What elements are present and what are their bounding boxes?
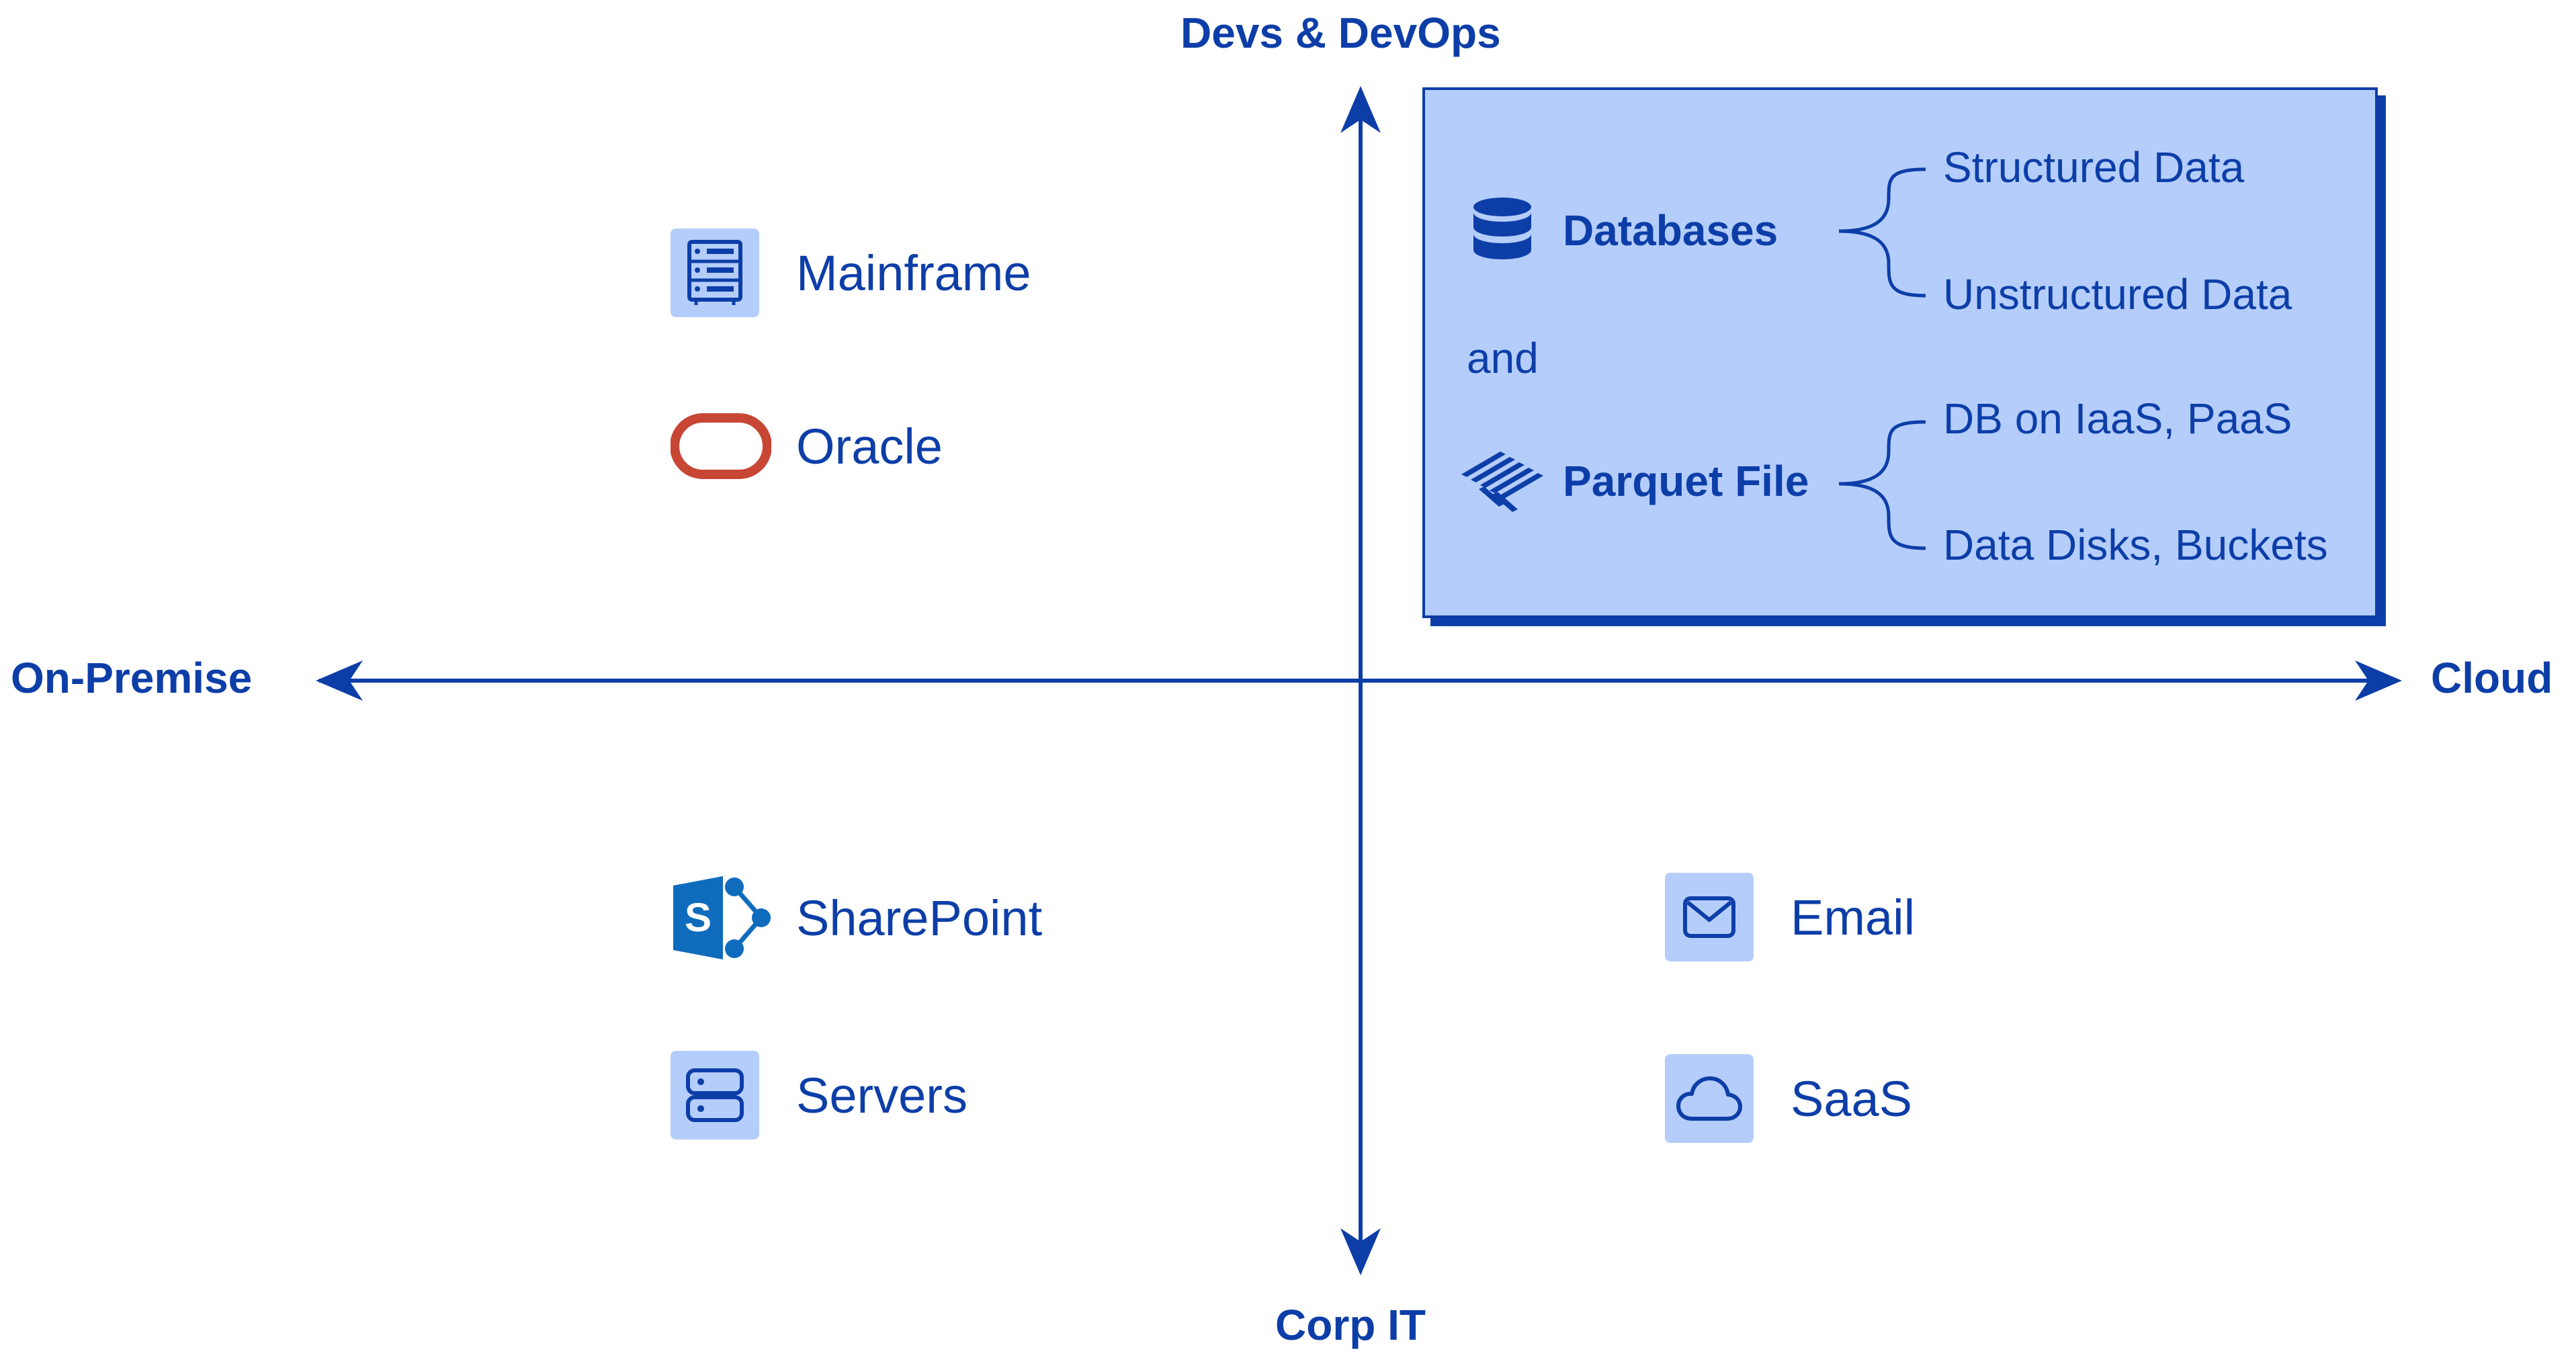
- db-item-structured: Structured Data: [1943, 143, 2245, 191]
- envelope-icon: [1665, 873, 1754, 961]
- item-mainframe: Mainframe: [671, 228, 1031, 317]
- and-label: and: [1467, 334, 1539, 382]
- cloud-icon: [1665, 1054, 1754, 1143]
- item-label: Oracle: [796, 418, 943, 474]
- db-item-unstructured: Unstructured Data: [1943, 270, 2292, 318]
- arrow-up: [1340, 86, 1381, 133]
- data-sources-panel: Databases and Parquet File Structured Da…: [1422, 87, 2378, 618]
- axis-label-left: On-Premise: [11, 654, 253, 702]
- database-icon: [1471, 196, 1534, 269]
- item-label: Mainframe: [796, 245, 1031, 301]
- parquet-label: Parquet File: [1563, 457, 1809, 505]
- axis-label-top: Devs & DevOps: [1180, 9, 1501, 57]
- arrow-left: [316, 660, 363, 701]
- item-servers: Servers: [671, 1051, 968, 1140]
- item-saas: SaaS: [1665, 1054, 1912, 1143]
- brace-databases: [1838, 167, 1926, 298]
- servers-icon: [671, 1051, 759, 1140]
- parquet-icon: [1459, 447, 1546, 518]
- databases-label: Databases: [1563, 206, 1778, 255]
- item-oracle: Oracle: [671, 402, 943, 490]
- brace-parquet: [1838, 420, 1926, 550]
- svg-text:S: S: [685, 895, 712, 940]
- item-label: SharePoint: [796, 890, 1043, 946]
- sharepoint-logo-icon: S: [671, 873, 771, 962]
- item-label: SaaS: [1791, 1070, 1913, 1127]
- parquet-item-iaas: DB on IaaS, PaaS: [1943, 394, 2292, 443]
- item-sharepoint: S SharePoint: [671, 873, 1042, 962]
- item-label: Email: [1791, 889, 1916, 945]
- arrow-right: [2355, 660, 2402, 701]
- item-label: Servers: [796, 1067, 968, 1123]
- arrow-down: [1340, 1228, 1381, 1275]
- parquet-item-disks: Data Disks, Buckets: [1943, 521, 2328, 569]
- oracle-logo-icon: [671, 402, 771, 490]
- axis-label-bottom: Corp IT: [1275, 1301, 1426, 1349]
- server-rack-icon: [671, 228, 759, 317]
- item-email: Email: [1665, 873, 1915, 961]
- axis-label-right: Cloud: [2431, 654, 2553, 702]
